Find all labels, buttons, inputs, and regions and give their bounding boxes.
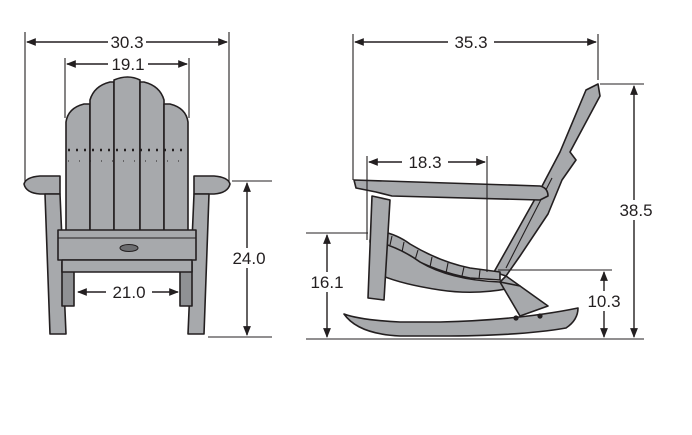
label-front-arm-height: 24.0	[232, 249, 265, 268]
front-right-leg	[187, 193, 210, 335]
side-front-leg	[367, 195, 391, 301]
dim-side-seat-height: 16.1	[306, 232, 368, 338]
dim-front-back-width: 19.1	[64, 54, 190, 118]
front-back-slats	[65, 76, 189, 241]
side-rocker-bolt-1	[513, 315, 519, 321]
dim-side-overall-height: 38.5	[306, 83, 658, 340]
dim-side-arm-depth: 18.3	[366, 152, 488, 272]
front-view-chair	[23, 76, 231, 335]
front-logo-plate	[119, 244, 139, 252]
front-left-armrest	[23, 175, 61, 195]
side-back-rest	[493, 83, 601, 277]
front-lower-crossbar	[61, 259, 193, 273]
side-rear-support	[499, 281, 549, 317]
dim-front-overall-width: 30.3	[24, 32, 230, 182]
label-side-seat-height: 16.1	[310, 273, 343, 292]
label-front-inner-width: 21.0	[112, 283, 145, 302]
front-left-leg	[44, 193, 67, 335]
side-arm	[353, 179, 549, 201]
label-side-overall-depth: 35.3	[454, 33, 487, 52]
label-side-rocker-height: 10.3	[587, 292, 620, 311]
label-side-arm-depth: 18.3	[408, 153, 441, 172]
side-rocker	[343, 307, 579, 337]
label-front-back-width: 19.1	[111, 55, 144, 74]
label-side-overall-height: 38.5	[619, 201, 652, 220]
front-right-armrest	[193, 175, 231, 195]
dim-side-rocker-height: 10.3	[498, 269, 626, 338]
dim-side-overall-depth: 35.3	[352, 32, 599, 180]
dim-front-arm-height: 24.0	[208, 180, 272, 338]
side-view-chair	[343, 83, 601, 337]
label-front-overall-width: 30.3	[110, 33, 143, 52]
side-rocker-bolt-2	[537, 313, 543, 319]
dim-front-inner-width: 21.0	[77, 282, 179, 302]
